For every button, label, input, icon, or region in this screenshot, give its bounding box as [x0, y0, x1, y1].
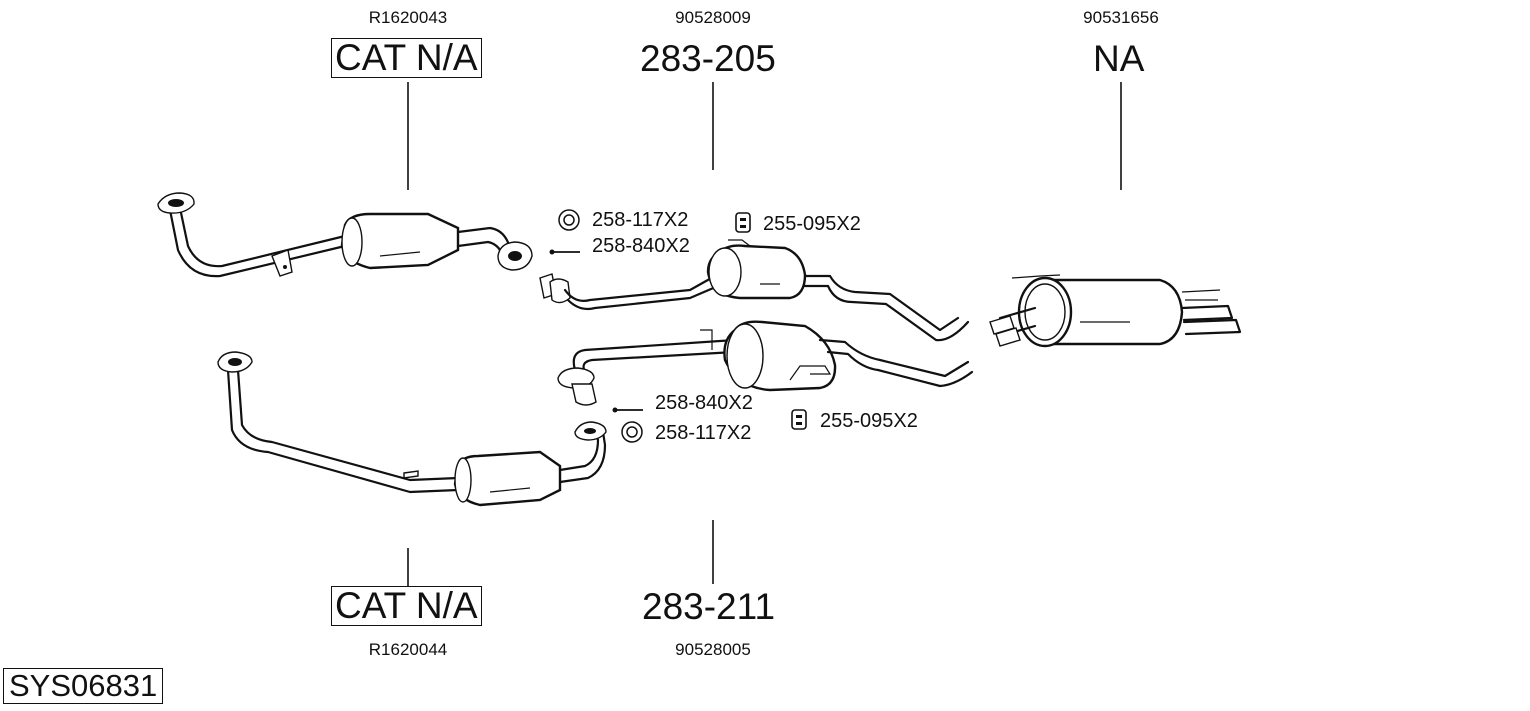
part-label-cat-front: CAT N/A — [331, 38, 482, 78]
part-label-center-muffler-lower: 283-211 — [642, 586, 776, 627]
gasket-ring-icon — [558, 209, 580, 231]
fitting-label-bolt-upper: 258-840X2 — [592, 235, 690, 257]
ref-number-center-muffler-lower: 90528005 — [675, 640, 751, 659]
rear-muffler — [989, 274, 1242, 348]
fitting-label-hanger-upper: 255-095X2 — [763, 213, 861, 235]
fitting-label-gasket-upper: 258-117X2 — [592, 209, 689, 231]
fitting-label-gasket-lower: 258-117X2 — [655, 422, 752, 444]
bolt-icon — [612, 407, 643, 413]
part-label-center-muffler-upper: 283-205 — [640, 38, 776, 79]
catalytic-converter-front — [157, 192, 533, 278]
center-muffler-lower — [557, 320, 974, 406]
rubber-hanger-icon — [791, 409, 807, 430]
ref-number-cat-lower: R1620044 — [368, 640, 448, 659]
fitting-label-bolt-lower: 258-840X2 — [655, 392, 753, 414]
part-label-rear-muffler: NA — [1093, 38, 1145, 79]
system-id-label: SYS06831 — [3, 668, 164, 704]
part-label-cat-lower: CAT N/A — [331, 586, 482, 626]
catalytic-converter-lower — [217, 351, 607, 507]
rubber-hanger-icon — [735, 212, 751, 233]
ref-number-rear-muffler: 90531656 — [1083, 8, 1159, 27]
center-muffler-upper — [539, 239, 970, 342]
fitting-label-hanger-lower: 255-095X2 — [820, 410, 918, 432]
ref-number-cat-front: R1620043 — [368, 8, 448, 27]
gasket-ring-icon — [621, 421, 643, 443]
bolt-icon — [549, 249, 580, 255]
ref-number-center-muffler-upper: 90528009 — [675, 8, 751, 27]
